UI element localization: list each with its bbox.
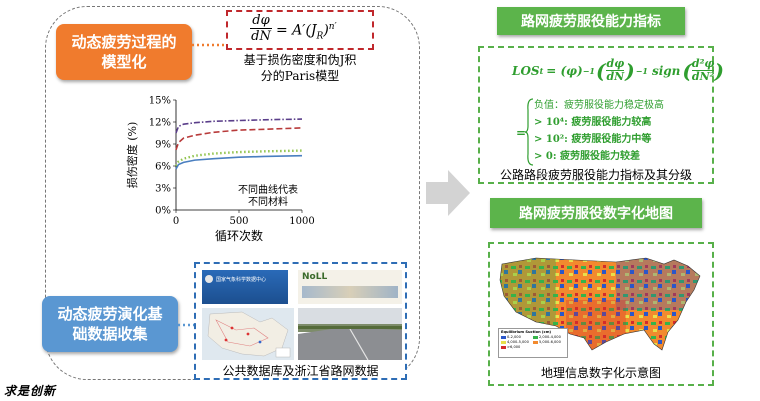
map-legend-label: 5,000-6,000 <box>539 340 561 344</box>
map-title: 路网疲劳服役数字化地图 <box>490 198 702 228</box>
map-legend-swatch <box>501 346 506 349</box>
capability-title: 路网疲劳服役能力指标 <box>497 7 685 35</box>
map-legend-item: >6,000 <box>501 345 533 350</box>
capability-title-text: 路网疲劳服役能力指标 <box>521 14 661 30</box>
chart-x-tick-label: 1000 <box>289 216 314 227</box>
level-item: > 0: 疲劳服役能力较差 <box>534 151 640 162</box>
los-paren-close: ) <box>625 58 635 83</box>
chart-y-tick-label: 0% <box>155 206 171 217</box>
map-legend-label: >6,000 <box>507 345 521 349</box>
map-legend-swatch <box>533 336 538 339</box>
chart-series-line <box>175 118 303 134</box>
chart-annotation-line1: 不同曲线代表 <box>238 183 298 196</box>
chart-x-tick-label: 500 <box>229 216 248 227</box>
map-legend-swatch <box>501 341 506 344</box>
us-suction-map <box>499 257 701 351</box>
chart-y-tick-label: 12% <box>149 118 171 129</box>
chart-y-label: 损伤密度 (%) <box>125 122 139 189</box>
brand-signature: 求是创新 <box>4 384 57 398</box>
data-collection-caption: 公共数据库及浙江省路网数据 <box>222 364 379 378</box>
levels-equals: = <box>516 126 527 140</box>
map-legend-label: 0-2,000 <box>507 335 521 339</box>
formula-rhs-main: = A′(J <box>276 22 317 39</box>
fatigue-model-title-text: 动态疲劳过程的模型化 <box>71 33 177 71</box>
weather-site-thumbnail: 国家气象科学数据中心 <box>202 270 288 304</box>
road-site-logo: NoLL <box>302 272 328 282</box>
los-paren2-close: ) <box>714 58 724 83</box>
los-paren2-open: ( <box>682 58 692 83</box>
formula-rhs: = A′(JR)n′ <box>276 22 337 41</box>
formula-numerator: dφ <box>252 13 270 28</box>
weather-site-title: 国家气象科学数据中心 <box>216 277 267 283</box>
map-legend-label: 2,000-4,000 <box>539 335 561 339</box>
chart-series-line <box>175 154 303 170</box>
map-title-text: 路网疲劳服役数字化地图 <box>519 206 673 222</box>
los-mid-exp: −1 <box>582 65 595 76</box>
data-collection-title-text: 动态疲劳演化基础数据收集 <box>57 305 163 343</box>
orange-connector <box>192 43 226 47</box>
map-legend-label: 4,000-5,000 <box>507 340 529 344</box>
map-legend-item: 2,000-4,000 <box>533 335 565 340</box>
road-site-thumbnail: NoLL <box>298 270 402 304</box>
capability-caption: 公路路段疲劳服役能力指标及其分级 <box>499 168 692 182</box>
chart-x-tick-label: 0 <box>173 216 179 227</box>
road-photo-thumbnail <box>298 308 402 360</box>
map-legend-swatch <box>533 341 538 344</box>
capability-levels: 负值：疲劳服役能力稳定极高 > 10⁴: 疲劳服役能力较高 > 10²: 疲劳服… <box>534 97 664 165</box>
formula-rhs-sub: R <box>316 31 324 42</box>
chart-x-label: 循环次数 <box>215 228 263 243</box>
chart-y-tick-label: 6% <box>155 162 171 173</box>
map-legend-items: 0-2,000 2,000-4,000 4,000-5,000 5,000-6,000… <box>501 335 565 350</box>
map-caption: 地理信息数字化示意图 <box>540 366 661 380</box>
blue-connector <box>178 323 194 327</box>
formula-rhs-close: ) <box>323 22 329 39</box>
levels-brace-icon <box>524 98 534 166</box>
paris-model-caption: 基于损伤密度和伪J积 分的Paris模型 <box>222 52 378 84</box>
level-item: > 10⁴: 疲劳服役能力较高 <box>534 117 652 128</box>
level-item: > 10²: 疲劳服役能力中等 <box>534 134 652 145</box>
map-legend-title: Equilibrium Suction (cm) <box>501 330 552 334</box>
map-box: Equilibrium Suction (cm) 0-2,000 2,000-4,… <box>488 242 714 386</box>
formula-rhs-exp: n′ <box>328 22 337 32</box>
chart-series-line <box>175 127 303 151</box>
map-legend-swatch <box>501 336 506 339</box>
chart-y-tick-label: 9% <box>155 140 171 151</box>
damage-density-chart: 0% 3% 6% 9% 12% 15% 0 500 1000 循环次数 损伤密度 (%) 不同曲线代表… <box>125 96 315 244</box>
paris-caption-line2: 分的Paris模型 <box>260 69 340 83</box>
los-sub: t <box>539 65 544 76</box>
los-lhs: LOS <box>512 63 540 78</box>
paris-caption-line1: 基于损伤密度和伪J积 <box>243 53 357 67</box>
level-item: 负值：疲劳服役能力稳定极高 <box>534 100 664 111</box>
data-collection-box: 国家气象科学数据中心 NoLL 公共数据库及浙江省路网数据 <box>194 262 407 380</box>
road-site-banner <box>302 286 398 298</box>
los-paren-open: ( <box>596 58 606 83</box>
formula-denominator: dN <box>250 28 272 44</box>
chart-series-line <box>174 149 303 167</box>
data-collection-title: 动态疲劳演化基础数据收集 <box>42 296 178 352</box>
weather-logo-icon <box>205 275 213 283</box>
formula-fraction: dφ dN <box>250 13 272 44</box>
fatigue-model-title: 动态疲劳过程的模型化 <box>56 24 192 80</box>
los-paren-exp: −1 <box>635 65 648 76</box>
chart-y-tick-label: 15% <box>149 96 171 107</box>
map-legend-item: 5,000-6,000 <box>533 340 565 345</box>
los-mid: = (φ) <box>546 63 583 78</box>
map-legend-item: 4,000-5,000 <box>501 340 533 345</box>
chart-annotation-line2: 不同材料 <box>248 195 288 208</box>
chart-y-tick-label: 3% <box>155 184 171 195</box>
los-sign: sign <box>651 63 681 78</box>
map-legend-item: 0-2,000 <box>501 335 533 340</box>
paris-formula-box: dφ dN = A′(JR)n′ <box>226 10 374 50</box>
map-legend: Equilibrium Suction (cm) 0-2,000 2,000-4,… <box>498 328 568 358</box>
zhejiang-map-thumbnail <box>202 308 294 360</box>
flow-arrow-icon <box>426 170 470 216</box>
